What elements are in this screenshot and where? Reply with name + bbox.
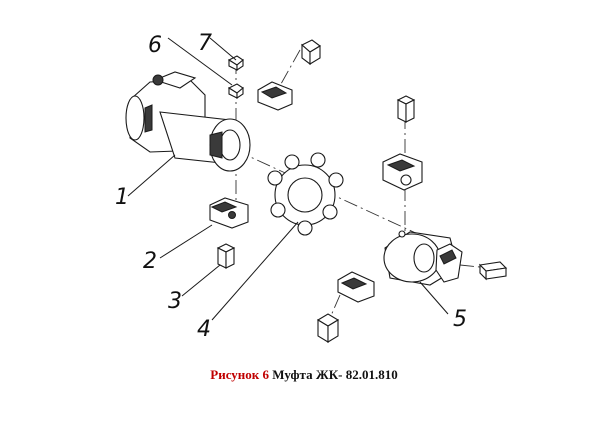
part-screw-lower [316,313,340,343]
figure-number: Рисунок 6 [210,367,270,382]
part-screw-upper [301,39,321,66]
label-part-1: 1 [115,185,129,210]
leader-lines [127,37,449,321]
label-part-5: 5 [453,307,467,332]
part-elastic-star-4 [267,152,344,236]
figure-title: Муфта ЖК- 82.01.810 [272,367,398,382]
part-clamp-right-side [435,243,463,283]
part-screw-right-horizontal [478,261,508,281]
part-nut-7 [227,55,244,72]
part-screw-right-upper [396,95,416,123]
part-screw-3 [216,243,236,269]
label-part-6: 6 [148,33,162,58]
part-clamp-lower [337,271,375,303]
part-washer-6 [227,83,244,100]
label-part-4: 4 [197,317,211,342]
part-clamp-2 [209,197,249,229]
label-part-3: 3 [168,289,182,314]
part-clamp-right-upper [382,153,423,191]
part-hub-1 [125,71,251,172]
figure-caption: Рисунок 6 Муфта ЖК- 82.01.810 [0,367,608,383]
label-part-7: 7 [198,31,212,56]
label-part-2: 2 [143,249,157,274]
part-clamp-upper [257,81,293,111]
